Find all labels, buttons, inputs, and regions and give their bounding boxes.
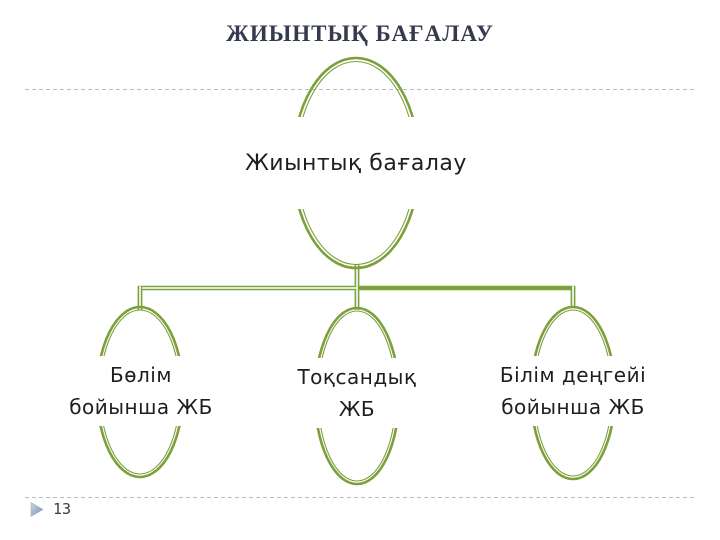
child-2-line-2: ЖБ bbox=[338, 397, 376, 421]
root-node-label-text: Жиынтық бағалау bbox=[245, 150, 467, 176]
child-node-label-1: Бөлім бойынша ЖБ bbox=[44, 356, 238, 426]
slide-number: 13 bbox=[53, 500, 72, 518]
child-node-label-2: Тоқсандық ЖБ bbox=[267, 358, 447, 428]
child-1-line-1: Бөлім bbox=[110, 363, 172, 387]
slide-number-area: 13 bbox=[30, 500, 71, 518]
child-node-label-3: Білім деңгейі бойынша ЖБ bbox=[478, 356, 668, 426]
child-3-line-2: бойынша ЖБ bbox=[501, 395, 645, 419]
child-3-line-1: Білім деңгейі bbox=[499, 363, 647, 387]
slide-number-arrow-icon bbox=[30, 501, 44, 517]
top-dashed-rule bbox=[25, 89, 695, 90]
connector-lines bbox=[137, 264, 576, 310]
bottom-dashed-rule bbox=[25, 497, 695, 498]
child-2-line-1: Тоқсандық bbox=[297, 365, 417, 389]
slide-title: ЖИЫНТЫҚ БАҒАЛАУ bbox=[226, 21, 494, 46]
root-node-label: Жиынтық бағалау bbox=[236, 117, 476, 209]
child-1-line-2: бойынша ЖБ bbox=[69, 395, 213, 419]
